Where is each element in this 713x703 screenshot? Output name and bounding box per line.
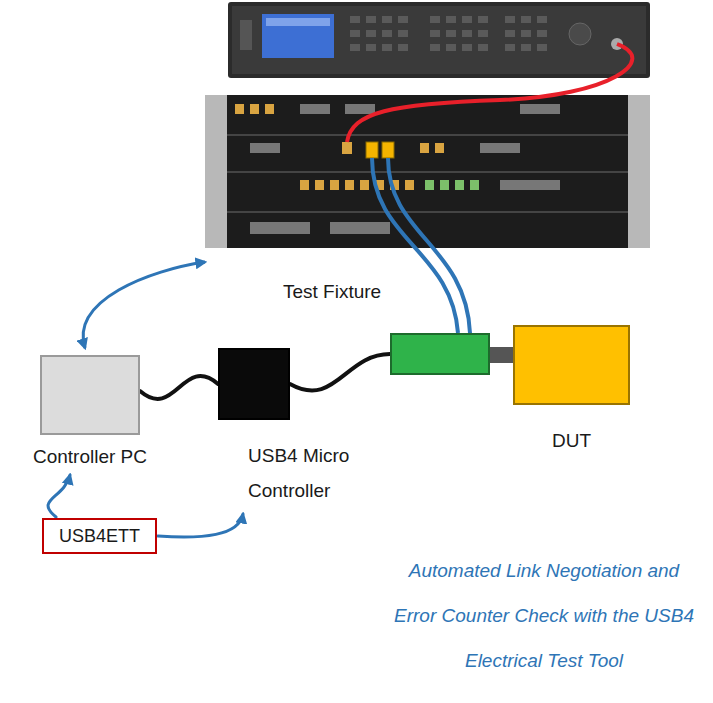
clock-input [342, 142, 352, 154]
node-label: Controller PC [15, 445, 165, 469]
test-fixture-shape [390, 333, 490, 375]
module-divider [227, 211, 628, 213]
module-divider [227, 134, 628, 136]
micro-controller: USB4 Micro Controller [218, 348, 368, 508]
node-label: USB4ETT [50, 526, 149, 546]
yellow-connectors [235, 104, 444, 190]
coax-cable [388, 158, 470, 333]
control-arrow [158, 514, 243, 537]
screen-bar [266, 18, 330, 26]
output-connector [382, 142, 394, 158]
test-fixture: Test Fixture [283, 280, 490, 375]
tool-box: USB4ETT [42, 518, 157, 554]
control-arrow [48, 475, 70, 517]
usb-c-plug [488, 347, 514, 363]
dut-box: DUT [513, 325, 630, 453]
generator-button [240, 20, 252, 50]
figure-caption: Automated Link Negotiation and Error Cou… [392, 548, 696, 683]
controller-pc-shape [40, 355, 140, 435]
mainframe-side [205, 95, 227, 248]
controller-pc: Controller PC [15, 355, 165, 469]
green-connectors [425, 180, 479, 190]
dut-box-shape [513, 325, 630, 405]
mainframe-side [628, 95, 650, 248]
generator-front [232, 6, 646, 74]
generator-body [228, 2, 650, 78]
generator-knob [569, 23, 591, 45]
module-divider [227, 171, 628, 173]
usb-cable [290, 354, 390, 391]
signal-generator [228, 2, 650, 78]
usb-cable [140, 376, 218, 399]
control-link-arrow [83, 262, 205, 348]
node-label: Test Fixture [283, 280, 408, 304]
bert-mainframe [205, 95, 650, 248]
node-label: DUT [513, 429, 630, 453]
coax-cable [372, 158, 458, 333]
output-connector [366, 142, 378, 158]
micro-controller-shape [218, 348, 290, 420]
keypad [350, 16, 547, 51]
rf-cable [347, 44, 632, 142]
generator-screen [262, 14, 334, 58]
node-label: USB4 Micro Controller [248, 438, 366, 508]
mainframe-body [205, 95, 650, 248]
